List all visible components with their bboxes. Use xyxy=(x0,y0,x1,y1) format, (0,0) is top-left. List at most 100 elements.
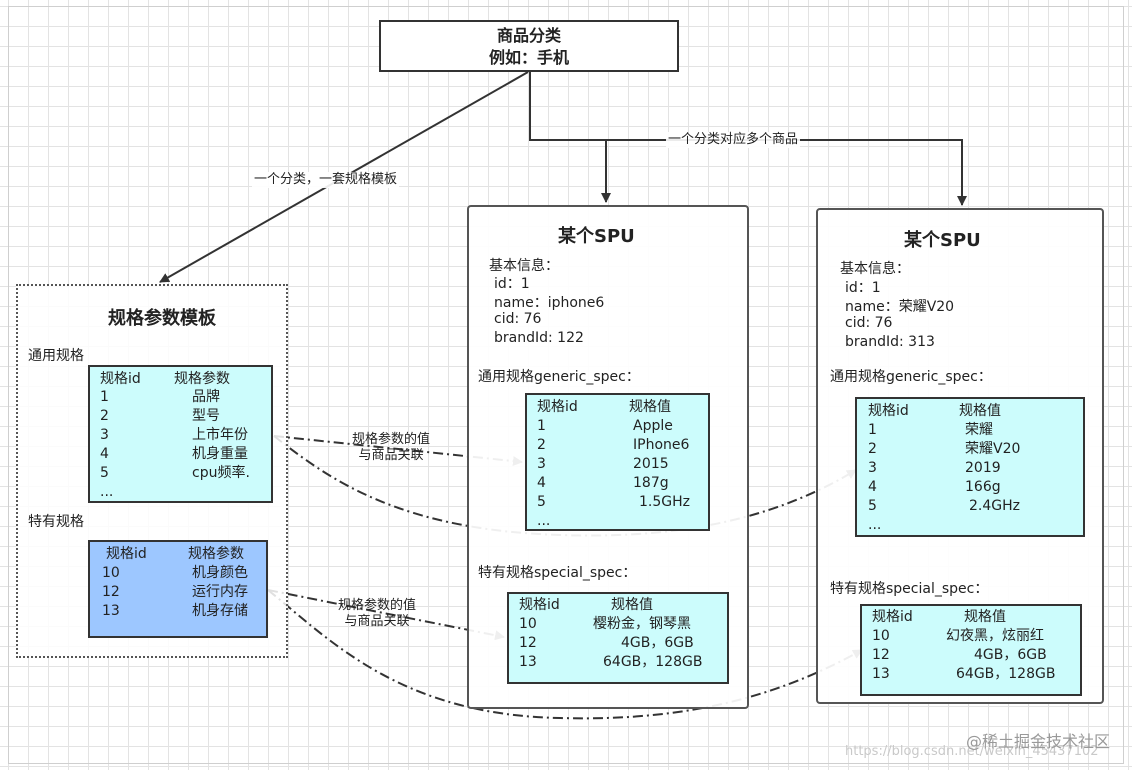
table-header-value: 规格值 xyxy=(959,403,1001,419)
table-cell-id: 2 xyxy=(100,408,109,424)
table-cell-param: 机身存储 xyxy=(192,603,248,619)
spu2-info-brand: brandId: 313 xyxy=(845,334,935,350)
edge-label-category-spu: 一个分类对应多个商品 xyxy=(666,132,801,148)
edge-category-to-spu2 xyxy=(606,139,967,206)
table-header-param: 规格参数 xyxy=(188,546,244,562)
table-cell-id: 5 xyxy=(537,494,546,510)
edge-label-link2-line1: 规格参数的值 xyxy=(338,598,417,613)
template-special-table: 规格id 规格参数 10 机身颜色 12 运行内存 13 机身存储 xyxy=(88,540,268,638)
spu1-info-label: 基本信息： xyxy=(489,258,559,274)
spu2-title: 某个SPU xyxy=(904,230,981,251)
spu2-generic-label: 通用规格generic_spec： xyxy=(830,369,992,385)
edge-category-to-spu1 xyxy=(529,72,611,203)
table-cell-id: 12 xyxy=(102,584,120,600)
table-cell-id: 5 xyxy=(868,498,877,514)
spu1-info-name: name：iphone6 xyxy=(494,295,605,311)
table-header-value: 规格值 xyxy=(964,609,1006,625)
table-cell-id: 1 xyxy=(100,389,109,405)
table-cell-value: 64GB，128GB xyxy=(603,654,703,670)
spu2-info-cid: cid: 76 xyxy=(845,315,893,331)
table-cell-value: 4GB，6GB xyxy=(974,647,1047,663)
spu1-info-id: id：1 xyxy=(494,276,530,292)
spu2-generic-table: 规格id 规格值 1 荣耀 2 荣耀V20 3 2019 4 166g 5 2.… xyxy=(855,397,1085,537)
table-header-id: 规格id xyxy=(868,403,909,419)
table-cell-value: 2015 xyxy=(633,456,669,472)
table-cell-value: Apple xyxy=(633,418,673,434)
edge-label-link2: 规格参数的值 与商品关联 xyxy=(336,598,418,630)
template-generic-label: 通用规格 xyxy=(28,348,84,364)
table-header-value: 规格值 xyxy=(611,597,653,613)
table-cell-param: 机身颜色 xyxy=(192,565,248,581)
category-node: 商品分类 例如：手机 xyxy=(379,20,679,72)
table-cell-id: 2 xyxy=(868,441,877,457)
spu1-special-label: 特有规格special_spec： xyxy=(478,565,637,581)
table-cell-value: 166g xyxy=(965,479,1001,495)
template-title: 规格参数模板 xyxy=(108,308,216,329)
spu2-special-label: 特有规格special_spec： xyxy=(830,581,989,597)
link-special-to-spu2 xyxy=(267,589,863,720)
spu2-info-label: 基本信息： xyxy=(840,261,910,277)
table-cell-id: 13 xyxy=(102,603,120,619)
table-cell-value: 2019 xyxy=(965,460,1001,476)
spu1-info-brand: brandId: 122 xyxy=(494,330,584,346)
table-header-id: 规格id xyxy=(106,546,147,562)
table-cell-id: 10 xyxy=(872,628,890,644)
table-cell-id: 12 xyxy=(519,635,537,651)
table-cell-id: 2 xyxy=(537,437,546,453)
table-cell-value: 4GB，6GB xyxy=(621,635,694,651)
spu1-generic-label: 通用规格generic_spec： xyxy=(478,369,640,385)
spu1-special-table: 规格id 规格值 10 樱粉金，钢琴黑 12 4GB，6GB 13 64GB，1… xyxy=(507,592,729,684)
table-cell-id: 10 xyxy=(519,616,537,632)
table-header-id: 规格id xyxy=(519,597,560,613)
table-cell-param: 品牌 xyxy=(192,389,220,405)
template-generic-table: 规格id 规格参数 1 品牌 2 型号 3 上市年份 4 机身重量 5 cpu频… xyxy=(88,365,273,503)
table-cell-value: IPhone6 xyxy=(633,437,690,453)
table-header-id: 规格id xyxy=(537,399,578,415)
table-cell-id: 3 xyxy=(100,427,109,443)
edge-label-link1-line1: 规格参数的值 xyxy=(352,432,431,447)
table-cell-value: 樱粉金，钢琴黑 xyxy=(593,616,691,632)
table-cell-id: 12 xyxy=(872,647,890,663)
table-cell-id: 13 xyxy=(519,654,537,670)
table-cell-id: 3 xyxy=(868,460,877,476)
table-cell-value: 64GB，128GB xyxy=(956,666,1056,682)
category-title: 商品分类 xyxy=(496,26,561,45)
table-cell-id: 13 xyxy=(872,666,890,682)
table-header-value: 规格值 xyxy=(629,399,671,415)
spu1-generic-table: 规格id 规格值 1 Apple 2 IPhone6 3 2015 4 187g… xyxy=(525,393,710,531)
table-cell-id: 5 xyxy=(100,465,109,481)
table-cell-value: 187g xyxy=(633,475,669,491)
edge-label-category-template: 一个分类，一套规格模板 xyxy=(252,172,400,188)
table-more: ... xyxy=(100,484,114,500)
spu2-info-id: id：1 xyxy=(845,280,881,296)
edge-label-link1: 规格参数的值 与商品关联 xyxy=(350,432,432,464)
table-cell-value: 荣耀V20 xyxy=(965,441,1021,457)
table-cell-param: 运行内存 xyxy=(192,584,248,600)
spu1-info-cid: cid: 76 xyxy=(494,311,542,327)
table-cell-id: 1 xyxy=(537,418,546,434)
table-cell-param: cpu频率. xyxy=(192,465,250,481)
table-more: ... xyxy=(537,513,551,529)
spu2-info-name: name：荣耀V20 xyxy=(845,299,955,315)
table-cell-param: 型号 xyxy=(192,408,220,424)
link-special-to-spu1 xyxy=(267,589,505,641)
table-cell-value: 1.5GHz xyxy=(639,494,690,510)
table-cell-value: 荣耀 xyxy=(965,422,993,438)
category-example: 例如：手机 xyxy=(488,48,569,67)
table-cell-id: 10 xyxy=(102,565,120,581)
table-cell-id: 4 xyxy=(868,479,877,495)
table-cell-param: 机身重量 xyxy=(192,446,248,462)
watermark-brand: @稀土掘金技术社区 xyxy=(965,732,1110,751)
edge-label-link2-line2: 与商品关联 xyxy=(344,614,410,629)
watermark-url: https://blog.csdn.net/weixin_45437102 xyxy=(845,744,1099,759)
spu1-title: 某个SPU xyxy=(558,226,635,247)
table-cell-id: 4 xyxy=(100,446,109,462)
canvas-frame xyxy=(8,6,1124,764)
table-cell-id: 4 xyxy=(537,475,546,491)
table-cell-id: 1 xyxy=(868,422,877,438)
table-cell-param: 上市年份 xyxy=(192,427,248,443)
table-cell-id: 3 xyxy=(537,456,546,472)
template-special-label: 特有规格 xyxy=(28,514,84,530)
table-header-id: 规格id xyxy=(872,609,913,625)
edge-label-link1-line2: 与商品关联 xyxy=(358,448,424,463)
